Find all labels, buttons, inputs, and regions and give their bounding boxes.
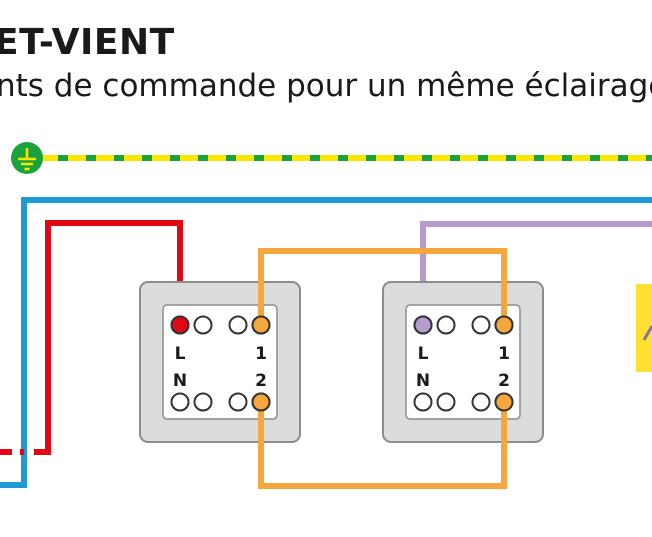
switch-1-terminal-L-top <box>170 315 190 335</box>
switch-2: L 1 N 2 <box>382 281 544 443</box>
switch-1-terminal-N-pair <box>193 392 213 412</box>
switch-1-terminal-2-pair <box>228 392 248 412</box>
lamp-icon <box>636 284 652 372</box>
switch-1-terminal-1-top <box>251 315 271 335</box>
switch-1-label-N: N <box>173 371 187 391</box>
switch-1-label-2: 2 <box>255 371 267 391</box>
neutral-wire <box>0 197 652 488</box>
switch-2-mechanism <box>405 304 521 420</box>
switch-1-label-1: 1 <box>255 344 267 364</box>
switch-1-terminal-1-pair <box>228 315 248 335</box>
switch-2-label-1: 1 <box>498 344 510 364</box>
traveller-wire-1 <box>258 248 507 325</box>
switch-2-label-2: 2 <box>498 371 510 391</box>
switch-2-terminal-N-pair <box>436 392 456 412</box>
switch-1-label-L: L <box>175 344 186 364</box>
switch-2-label-N: N <box>416 371 430 391</box>
traveller-wire-2 <box>258 402 507 489</box>
switch-2-terminal-2-top <box>494 392 514 412</box>
switch-2-terminal-1-top <box>494 315 514 335</box>
switch-1-terminal-N <box>170 392 190 412</box>
switch-1: L 1 N 2 <box>139 281 301 443</box>
page-subtitle: nts de commande pour un même éclairage <box>0 68 652 104</box>
earth-ground-icon <box>11 142 43 174</box>
page-title: ET-VIENT <box>0 22 175 63</box>
switch-2-terminal-N <box>413 392 433 412</box>
phase-wire <box>34 220 183 455</box>
switch-1-mechanism <box>162 304 278 420</box>
switch-1-terminal-2-top <box>251 392 271 412</box>
switch-1-terminal-L-pair <box>193 315 213 335</box>
switch-2-label-L: L <box>418 344 429 364</box>
switch-2-terminal-2-pair <box>471 392 491 412</box>
switch-2-terminal-1-pair <box>471 315 491 335</box>
switch-2-terminal-L-pair <box>436 315 456 335</box>
switch-2-terminal-L-top <box>413 315 433 335</box>
